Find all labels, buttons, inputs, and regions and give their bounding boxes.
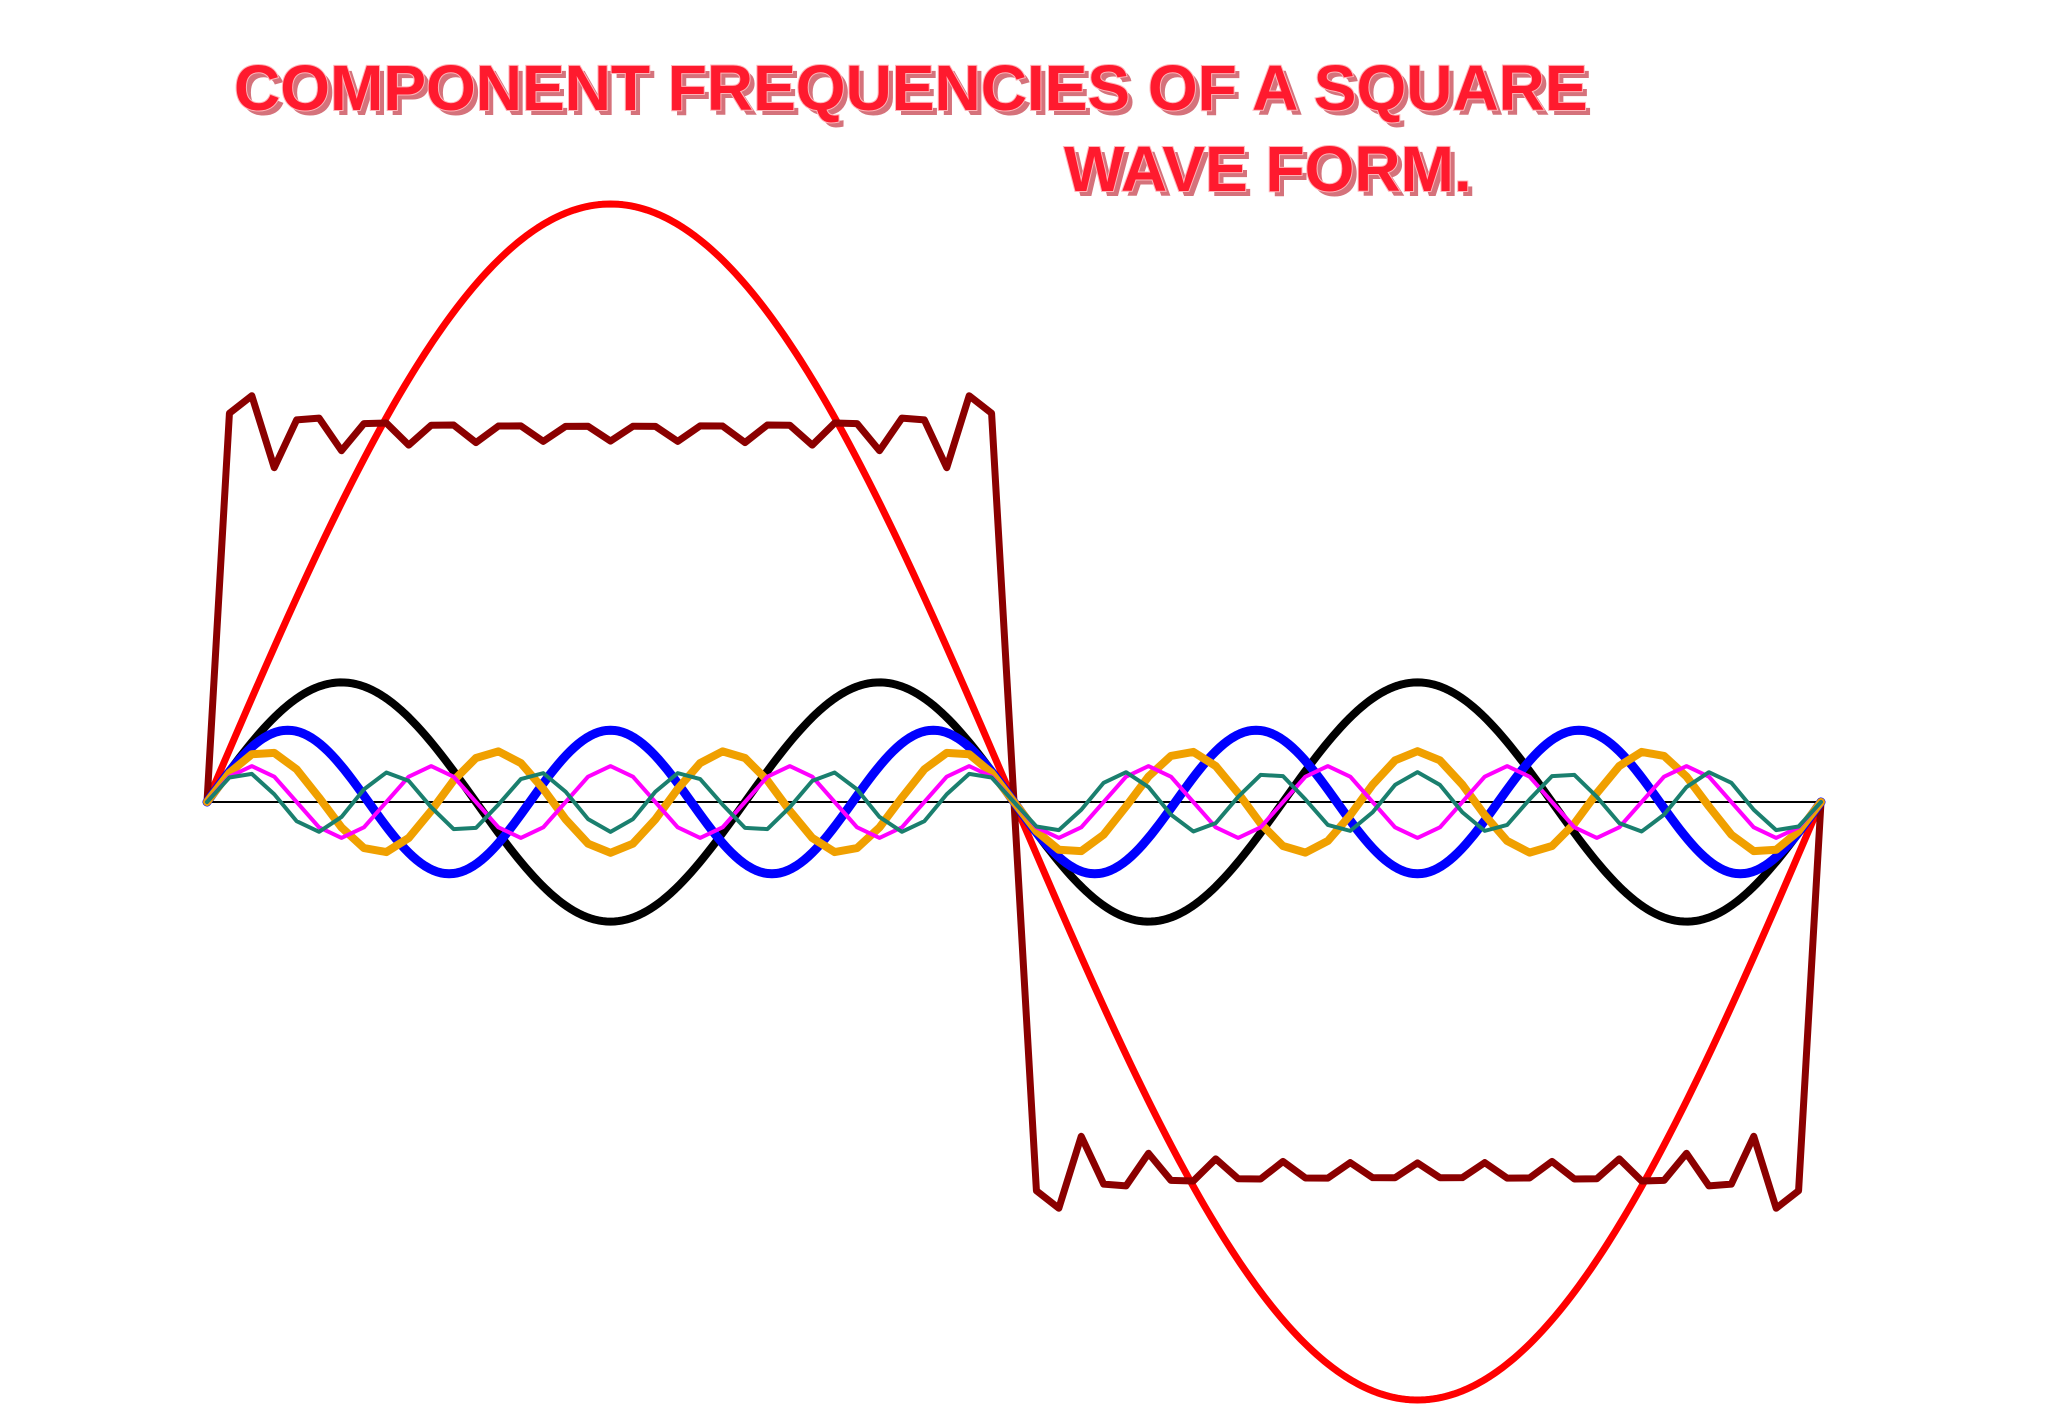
chart-title-line2-shadow: WAVE FORM. <box>1069 138 1477 210</box>
chart-title-line1-shadow: COMPONENT FREQUENCIES OF A SQUARE <box>239 57 1593 129</box>
chart-title-line1: COMPONENT FREQUENCIES OF A SQUARE <box>234 52 1588 124</box>
series-layer <box>202 200 1826 1404</box>
series-harmonic-11 <box>205 770 1823 834</box>
chart-title-line2: WAVE FORM. <box>1064 133 1472 205</box>
chart-title: COMPONENT FREQUENCIES OF A SQUARE COMPON… <box>233 51 1593 210</box>
